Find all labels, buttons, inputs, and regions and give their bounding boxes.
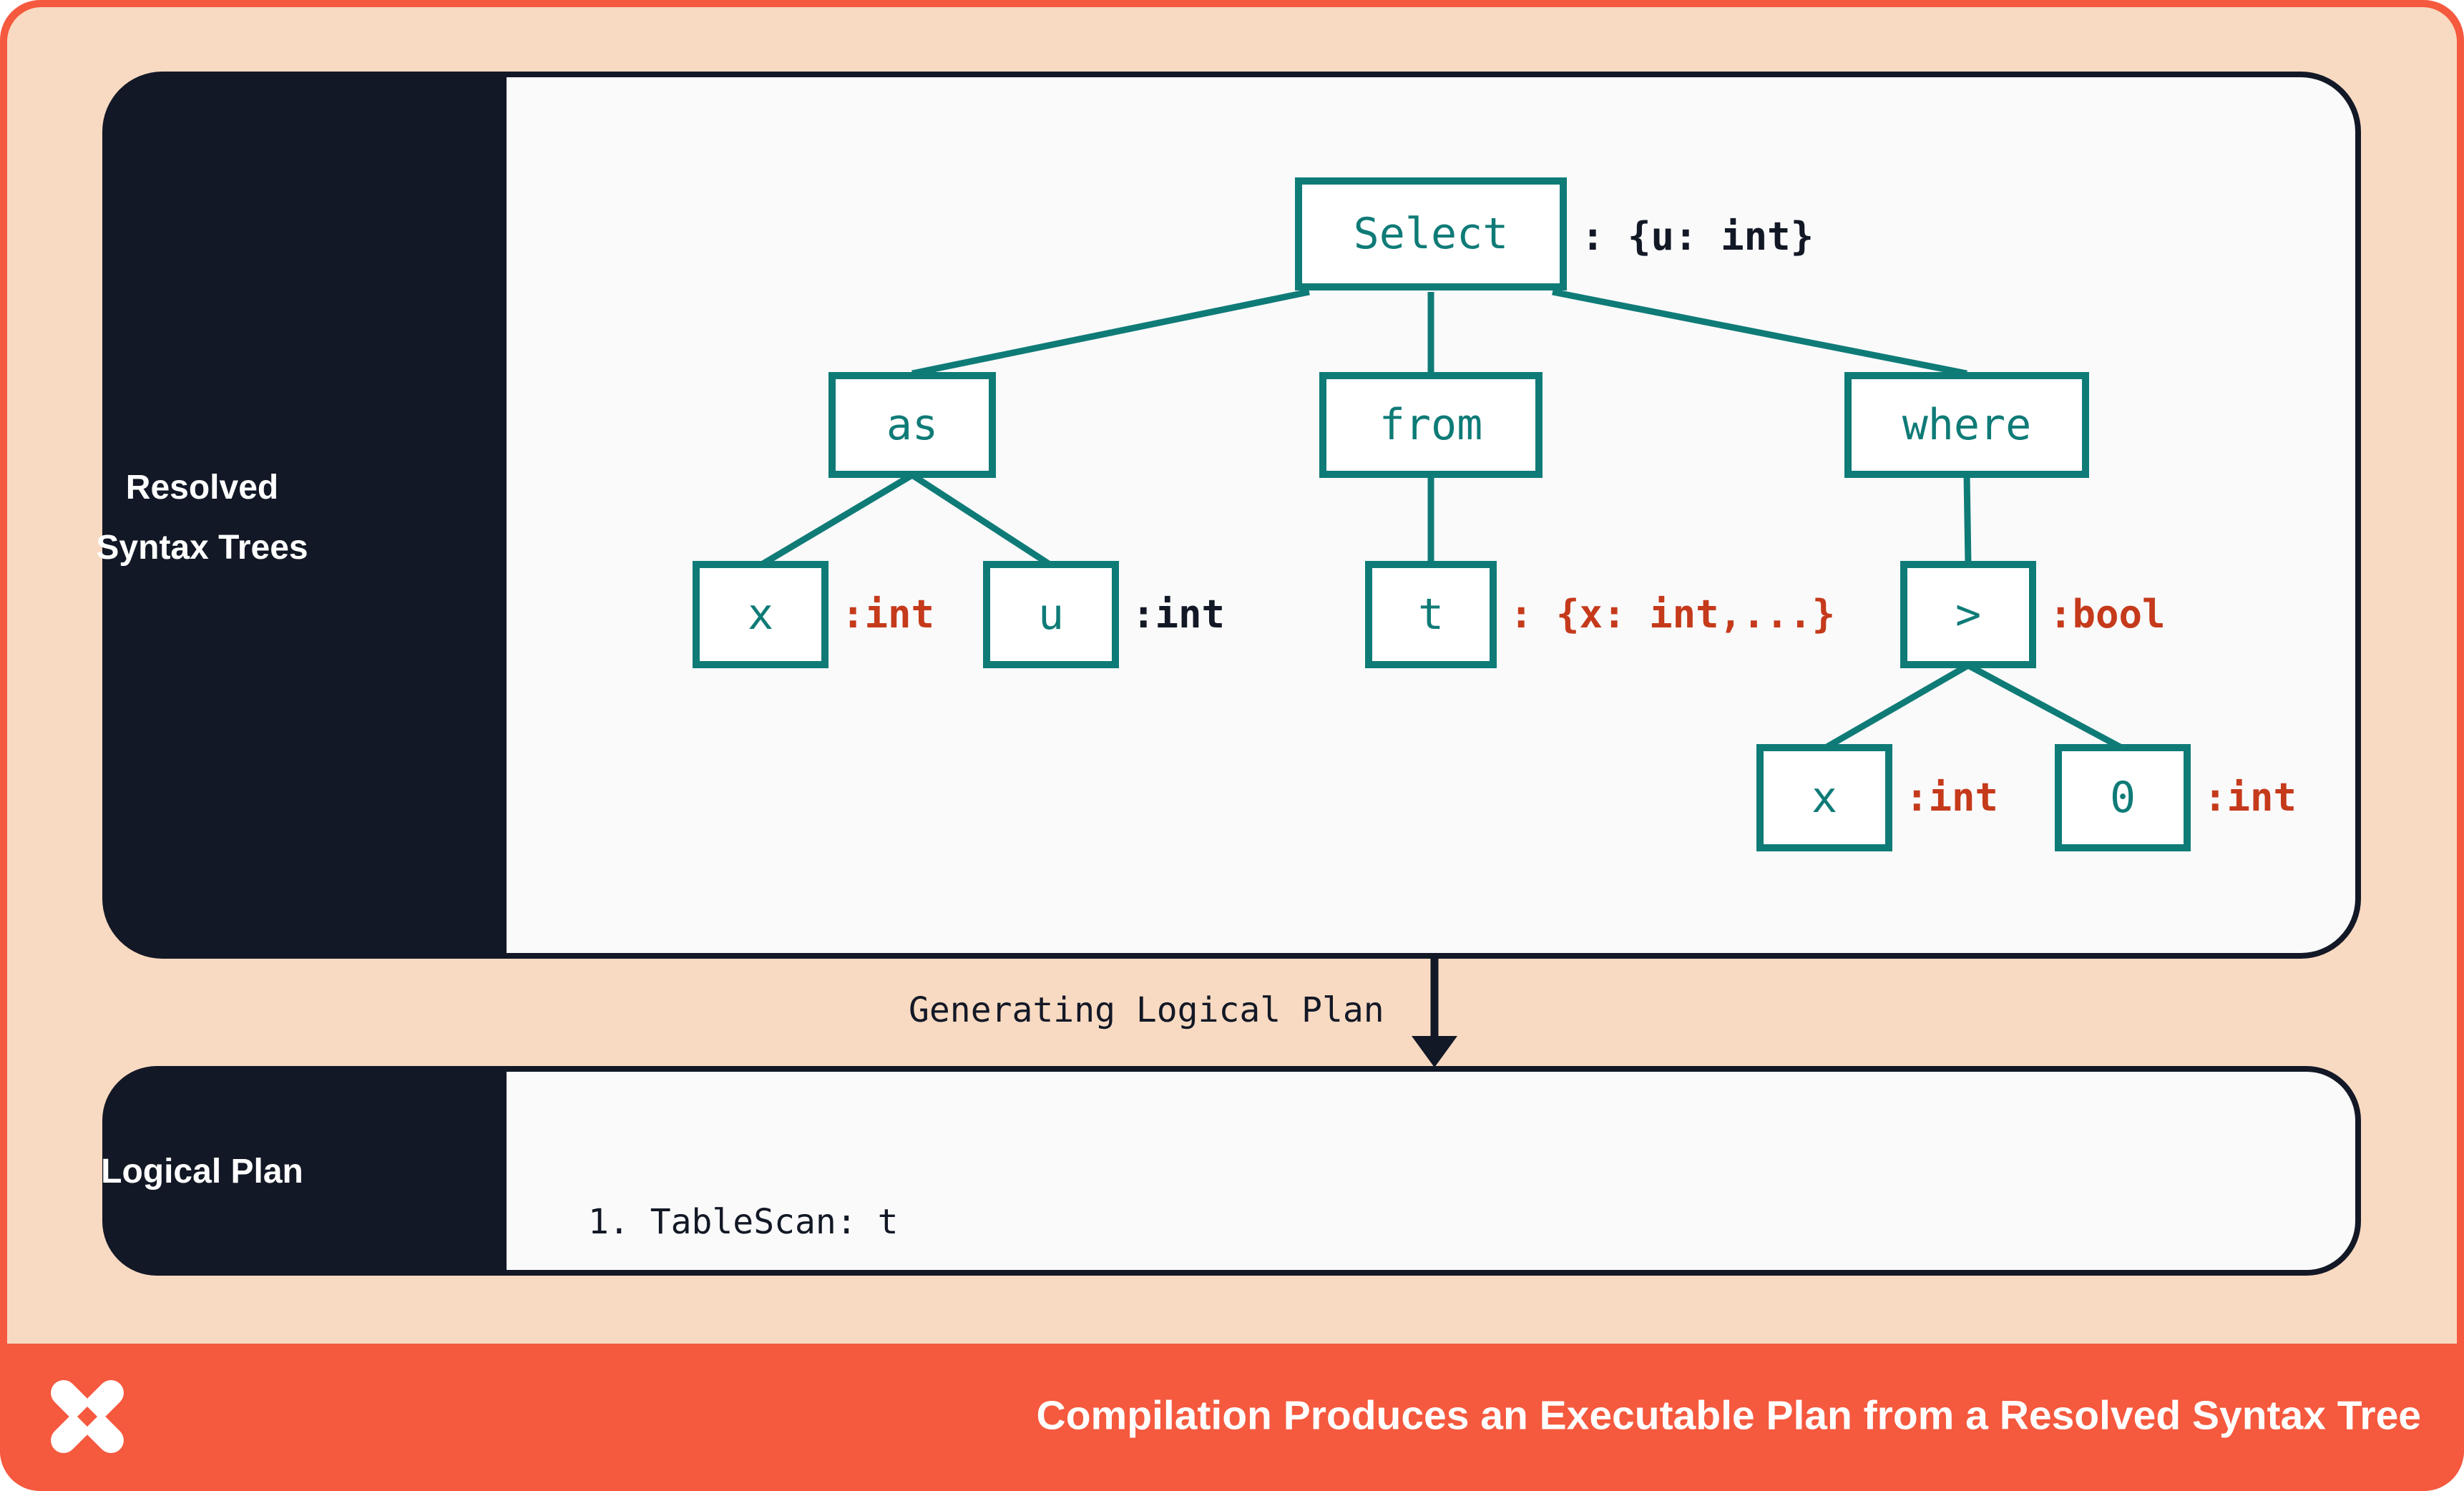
footer-bar: Compilation Produces an Executable Plan … — [0, 1344, 2464, 1491]
tree-node-greater-than: > — [1900, 561, 2036, 668]
tree-node-greater-than-text: > — [1955, 590, 1982, 640]
logical-plan-label: Logical Plan — [101, 1153, 303, 1191]
tree-node-from: from — [1319, 372, 1543, 478]
tree-node-x-under-gt-text: x — [1811, 773, 1838, 823]
tree-node-x-under-gt: x — [1756, 744, 1892, 851]
logical-plan-panel — [102, 1066, 2361, 1276]
pinwheel-x-logo-icon — [51, 1380, 124, 1453]
tree-node-u-text: u — [1037, 590, 1065, 640]
resolved-syntax-trees-panel — [102, 72, 2361, 959]
tree-node-select-text: Select — [1353, 209, 1509, 259]
type-annotation-u: :int — [1132, 592, 1226, 637]
type-annotation-t: : {x: int,...} — [1510, 592, 1836, 637]
footer-title: Compilation Produces an Executable Plan … — [1036, 1392, 2421, 1439]
tree-node-t: t — [1365, 561, 1497, 668]
type-annotation-zero: :int — [2204, 775, 2297, 820]
type-annotation-select: : {u: int} — [1581, 214, 1814, 259]
resolved-syntax-trees-label-line1: Resolved — [125, 469, 279, 507]
logical-plan-step-1: 1. TableScan: t — [588, 1202, 899, 1242]
tree-node-t-text: t — [1417, 590, 1444, 640]
tree-node-as: as — [828, 372, 996, 478]
tree-node-from-text: from — [1379, 400, 1483, 450]
tree-node-u: u — [983, 561, 1119, 668]
type-annotation-x-under-as: :int — [841, 592, 935, 637]
tree-node-as-text: as — [886, 400, 939, 450]
tree-node-where-text: where — [1902, 400, 2032, 450]
type-annotation-greater-than: :bool — [2049, 592, 2166, 637]
tree-node-where: where — [1844, 372, 2089, 478]
tree-node-x-under-as: x — [693, 561, 828, 668]
transition-label: Generating Logical Plan — [909, 990, 1384, 1030]
resolved-syntax-trees-label-line2: Syntax Trees — [96, 529, 308, 567]
tree-node-zero-text: 0 — [2109, 773, 2136, 823]
resolved-syntax-trees-label: Resolved Syntax Trees — [0, 458, 404, 578]
type-annotation-x-under-gt: :int — [1905, 775, 1999, 820]
tree-node-x-under-as-text: x — [747, 590, 774, 640]
logical-plan-content — [507, 1072, 2355, 1270]
tree-node-zero: 0 — [2055, 744, 2191, 851]
tree-node-select: Select — [1295, 177, 1567, 290]
